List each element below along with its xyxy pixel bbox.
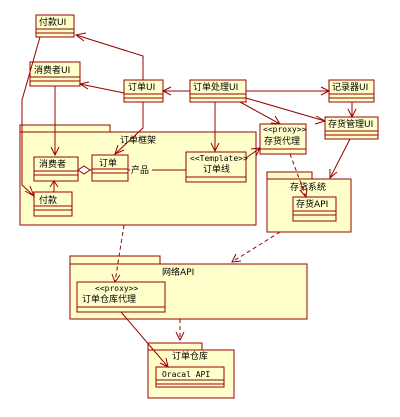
dependency-payment-ui-to-payment bbox=[21, 36, 41, 198]
class-order-warehouse-proxy-label: 订单仓库代理 bbox=[82, 293, 136, 305]
class-order-line-label: 订单线 bbox=[203, 163, 230, 175]
dependency-processing-ui-to-inventory-proxy bbox=[239, 101, 281, 125]
dependency-order-ui-to-order bbox=[114, 102, 144, 155]
class-inventory-mgmt-ui[interactable]: 存货管理UI bbox=[324, 116, 379, 140]
class-inventory-proxy-label: 存货代理 bbox=[264, 135, 300, 147]
class-inventory-proxy[interactable]: <<proxy>> 存货代理 bbox=[259, 123, 307, 155]
class-inventory-api-label: 存货API bbox=[296, 198, 328, 210]
class-payment[interactable]: 付款 bbox=[33, 191, 73, 217]
class-order-processing-ui[interactable]: 订单处理UI bbox=[189, 79, 247, 103]
package-network-api-label: 网络API bbox=[162, 266, 194, 278]
dependency-framework-to-network-api bbox=[111, 224, 125, 284]
class-inventory-mgmt-ui-label: 存货管理UI bbox=[328, 118, 373, 130]
dependency-processing-ui-to-order-ui bbox=[161, 86, 190, 96]
class-order-line-stereotype: <<Template>> bbox=[190, 154, 248, 163]
class-order-line[interactable]: <<Template>> 订单线 bbox=[185, 151, 248, 183]
association-product-label: 产品 bbox=[131, 164, 149, 176]
class-order-ui-label: 订单UI bbox=[128, 81, 155, 93]
class-order[interactable]: 订单 bbox=[91, 154, 129, 182]
class-inventory-api[interactable]: 存货API bbox=[292, 196, 337, 222]
dependency-order-ui-to-payment-ui bbox=[74, 32, 144, 80]
class-recorder-ui-label: 记录器UI bbox=[332, 82, 368, 93]
dependency-order-line-to-inventory-proxy bbox=[245, 147, 261, 159]
association-consumer-payment bbox=[49, 180, 59, 192]
dependency-network-api-to-order-warehouse bbox=[175, 319, 185, 342]
class-oracal-api[interactable]: Oracal API bbox=[155, 366, 225, 388]
class-consumer-ui[interactable]: 消费者UI bbox=[29, 61, 81, 87]
class-order-warehouse-proxy-stereotype: <<proxy>> bbox=[95, 284, 139, 293]
dependency-inventory-system-to-network-api bbox=[231, 231, 281, 263]
class-recorder-ui[interactable]: 记录器UI bbox=[328, 79, 375, 103]
package-order-warehouse-label: 订单仓库 bbox=[172, 350, 208, 362]
class-inventory-proxy-stereotype: <<proxy>> bbox=[263, 125, 307, 134]
class-consumer[interactable]: 消费者 bbox=[33, 156, 79, 182]
dependency-order-ui-to-consumer-ui bbox=[78, 81, 125, 94]
dependency-recorder-ui-to-inventory-mgmt-ui bbox=[347, 102, 357, 119]
aggregation-order-consumer bbox=[77, 165, 92, 175]
class-payment-ui[interactable]: 付款UI bbox=[35, 14, 75, 38]
class-order-ui[interactable]: 订单UI bbox=[123, 79, 164, 103]
dependency-processing-ui-to-order-line bbox=[210, 102, 220, 153]
class-consumer-ui-label: 消费者UI bbox=[34, 64, 70, 76]
package-order-framework-label: 订单框架 bbox=[120, 134, 156, 146]
dependency-processing-ui-to-recorder-ui bbox=[246, 86, 331, 96]
class-oracal-api-label: Oracal API bbox=[162, 370, 210, 379]
class-order-warehouse-proxy[interactable]: <<proxy>> 订单仓库代理 bbox=[76, 281, 166, 313]
association-order-order-line: 产品 bbox=[128, 163, 186, 176]
dependency-inventory-proxy-to-inventory-api bbox=[289, 153, 308, 199]
class-order-label: 订单 bbox=[99, 157, 117, 169]
dependency-consumer-ui-to-consumer bbox=[50, 86, 60, 157]
dependency-warehouse-proxy-to-oracal-api bbox=[120, 311, 169, 368]
package-inventory-system-label: 存货系统 bbox=[290, 181, 326, 193]
class-payment-label: 付款 bbox=[39, 194, 57, 206]
class-payment-ui-label: 付款UI bbox=[39, 16, 66, 28]
class-consumer-label: 消费者 bbox=[39, 158, 66, 170]
dependency-inventory-mgmt-ui-to-inventory-system bbox=[329, 138, 351, 180]
class-order-processing-ui-label: 订单处理UI bbox=[193, 81, 238, 93]
dependency-processing-ui-to-inventory-mgmt-ui bbox=[245, 97, 327, 125]
